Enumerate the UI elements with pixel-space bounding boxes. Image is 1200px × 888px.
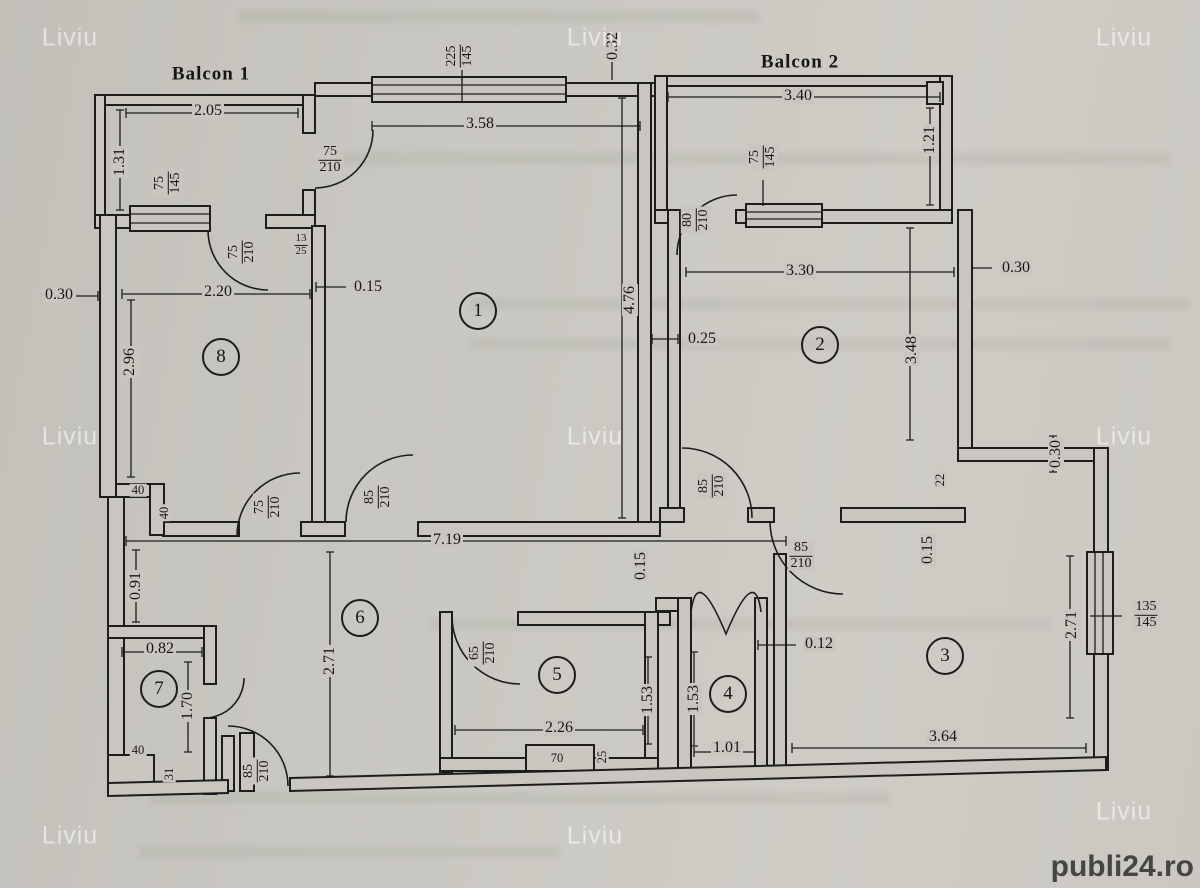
dim-0-82: 0.82 xyxy=(144,640,176,657)
room-badge-2: 2 xyxy=(801,326,839,364)
dim-0-25: 0.25 xyxy=(686,330,718,347)
dim-0-91: 0.91 xyxy=(127,570,144,602)
dim-0-30-step: 0.30 xyxy=(1047,438,1064,470)
dim-2-71-hall: 2.71 xyxy=(321,645,338,677)
dim-0-15-mid: 0.15 xyxy=(632,550,649,582)
dim-1-01: 1.01 xyxy=(711,739,743,756)
room-badge-8: 8 xyxy=(202,338,240,376)
dim-40-a: 40 xyxy=(129,482,147,497)
double-swing-door xyxy=(690,591,762,637)
room-badge-7: 7 xyxy=(140,670,178,708)
dim-1-53-bath: 1.53 xyxy=(639,684,656,716)
bleed-smudge xyxy=(150,792,890,804)
dim-2-20: 2.20 xyxy=(202,283,234,300)
watermark: Liviu xyxy=(1095,23,1153,52)
dim-31: 31 xyxy=(161,765,176,783)
dim-1-21: 1.21 xyxy=(921,124,938,156)
dim-0-15-right: 0.15 xyxy=(919,534,936,566)
room-badge-1: 1 xyxy=(459,292,497,330)
room-badge-4: 4 xyxy=(709,675,747,713)
watermark: Liviu xyxy=(41,422,99,451)
dim-0-15-a: 0.15 xyxy=(352,278,384,295)
dim-2-96: 2.96 xyxy=(121,346,138,378)
dim-3-40: 3.40 xyxy=(782,87,814,104)
dim-2-05: 2.05 xyxy=(192,102,224,119)
bleed-smudge xyxy=(240,10,760,23)
dim-0-30-right: 0.30 xyxy=(1000,259,1032,276)
dim-0-30-left: 0.30 xyxy=(43,286,75,303)
watermark: Liviu xyxy=(566,821,624,850)
watermark: Liviu xyxy=(566,23,624,52)
dim-3-58: 3.58 xyxy=(464,115,496,132)
dim-25: 25 xyxy=(594,748,609,766)
room-badge-3: 3 xyxy=(926,637,964,675)
dim-1-31: 1.31 xyxy=(111,146,128,178)
dimension-lines xyxy=(76,62,1122,777)
walls xyxy=(94,75,1109,798)
room-badge-6: 6 xyxy=(341,599,379,637)
dim-7-19: 7.19 xyxy=(431,531,463,548)
balcony2-label: Balcon 2 xyxy=(760,51,840,73)
dim-40-c: 40 xyxy=(129,742,147,757)
dim-3-30: 3.30 xyxy=(784,262,816,279)
balcony1-label: Balcon 1 xyxy=(171,63,251,85)
dim-70: 70 xyxy=(548,750,566,765)
dim-40-b: 40 xyxy=(156,504,171,522)
brand-watermark: publi24.ro xyxy=(1050,850,1194,883)
dim-2-71-room3: 2.71 xyxy=(1063,609,1080,641)
watermark: Liviu xyxy=(1095,797,1153,826)
dim-2-26: 2.26 xyxy=(543,719,575,736)
watermark: Liviu xyxy=(1095,422,1153,451)
dim-1-70: 1.70 xyxy=(179,690,196,722)
dim-22: 22 xyxy=(932,471,947,489)
watermark: Liviu xyxy=(566,422,624,451)
watermark: Liviu xyxy=(41,821,99,850)
dim-0-12: 0.12 xyxy=(803,635,835,652)
watermark: Liviu xyxy=(41,23,99,52)
room-badge-5: 5 xyxy=(538,656,576,694)
dim-3-64: 3.64 xyxy=(927,728,959,745)
dim-3-48: 3.48 xyxy=(903,334,920,366)
bleed-smudge xyxy=(140,846,560,858)
dim-1-53-wc: 1.53 xyxy=(685,683,702,715)
windows xyxy=(129,76,1114,655)
dim-4-76: 4.76 xyxy=(621,284,638,316)
